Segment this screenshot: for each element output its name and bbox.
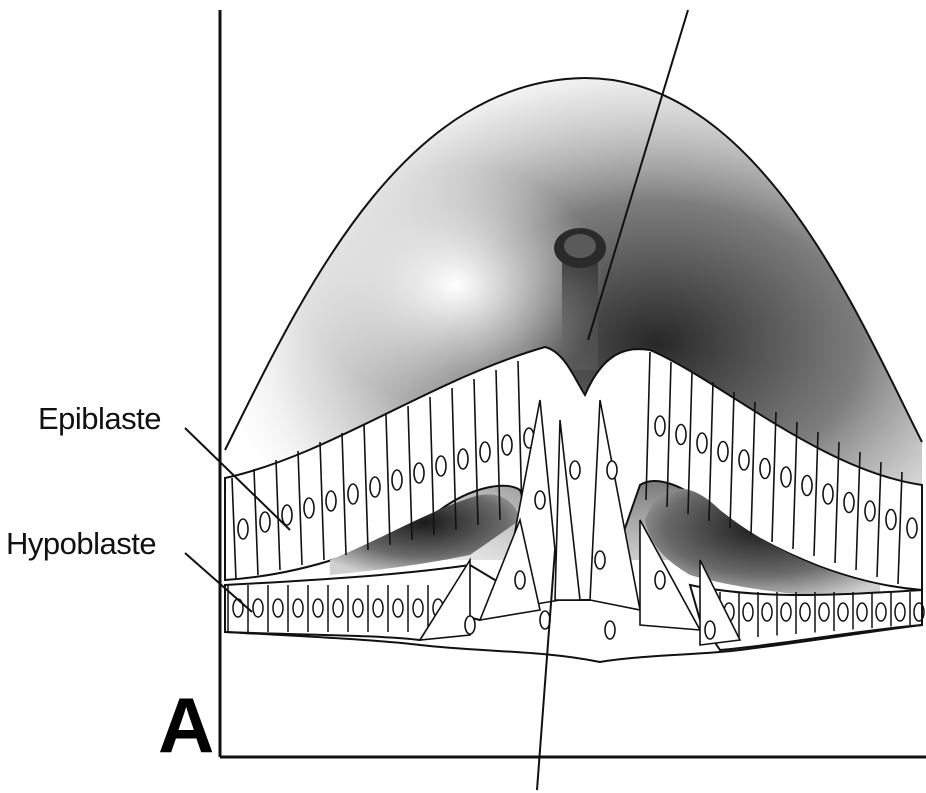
panel-letter: A	[158, 686, 214, 764]
hypoblaste-label: Hypoblaste	[6, 526, 156, 562]
epiblaste-label: Epiblaste	[38, 401, 161, 437]
